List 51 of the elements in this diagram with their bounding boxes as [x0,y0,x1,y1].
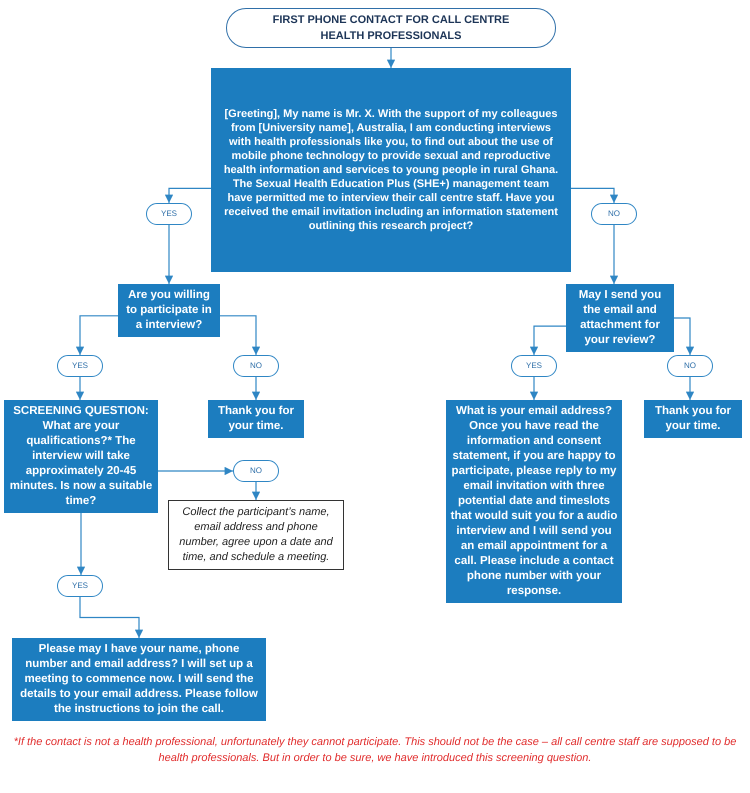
arrow [164,225,174,284]
answer-text: NO [250,465,262,477]
note-text: Collect the participant’s name, email address and phone number, agree upon a date and time, and schedule a meeting. [178,505,334,565]
arrow [530,326,566,355]
answer-terminal [146,203,192,225]
arrow [158,466,233,476]
arrow [252,482,260,500]
arrow [386,48,396,68]
box-text: Please may I have your name, phone number and email address? I will set up a meeting to commence now. I will send the details to your email address. Please follow the instructions to join the call. [19,642,259,717]
arrow [610,225,618,284]
title-text: FIRST PHONE CONTACT FOR CALL CENTRE HEALTH PROFESSIONALS [272,12,510,44]
answer-text: YES [160,208,177,220]
arrow [252,377,260,400]
arrow [571,188,618,203]
process-box [566,284,674,352]
answer-text: NO [684,360,696,372]
answer-terminal [511,355,557,377]
answer-text: YES [72,580,88,592]
process-box [211,68,571,272]
answer-terminal [591,203,637,225]
answer-text: NO [250,360,262,372]
arrow [76,377,84,400]
answer-terminal [57,355,103,377]
box-text: Are you willing to participate in a interview? [125,288,213,333]
arrow [164,188,211,203]
arrow [79,597,144,638]
answer-terminal [233,460,279,482]
note-box [168,500,344,570]
box-text: [Greeting], My name is Mr. X. With the support of my colleagues from [University name], Australia, I am conducting interviews with health professionals like you, to find out about the use of mobile phone technology to provide sexual and reproductive health information and services to young people in rural Ghana. The Sexual Health Education Plus (SHE+) management team have permitted me to interview their call centre staff. Have you received the email invitation including an information statement outlining this research project? [222,107,560,233]
box-text: May I send you the email and attachment for your review? [578,288,662,348]
box-text: What is your email address? Once you have read the information and consent statement, if you are happy to participate, please reply to my email invitation with three potential date and timeslots that would suit you for a audio interview and I will send you an email appointment for a call. Please include a contact phone number with your response. [450,404,618,599]
arrow [76,513,86,575]
box-text: SCREENING QUESTION: What are your qualifications?* The interview will take approximately 20-45 minutes. Is now a suitable time? [8,404,154,509]
process-box [118,284,220,337]
box-text: Thank you for your time. [216,404,296,434]
arrow [530,377,538,400]
process-box [644,400,742,438]
process-box [208,400,304,438]
box-text: Thank you for your time. [654,404,732,434]
answer-text: YES [526,360,542,372]
answer-terminal [233,355,279,377]
arrow [686,377,694,400]
footnote: *If the contact is not a health professional, unfortunately they cannot participate. This should not be the case – all call centre staff are supposed to be health professionals. But in order to be sure, we have introduced this screening question. [12,735,738,766]
arrow [76,315,118,355]
arrow [674,317,694,355]
answer-terminal [57,575,103,597]
arrow [220,315,260,355]
title-terminal [226,8,556,48]
answer-text: YES [72,360,88,372]
answer-text: NO [608,208,620,220]
answer-terminal [667,355,713,377]
